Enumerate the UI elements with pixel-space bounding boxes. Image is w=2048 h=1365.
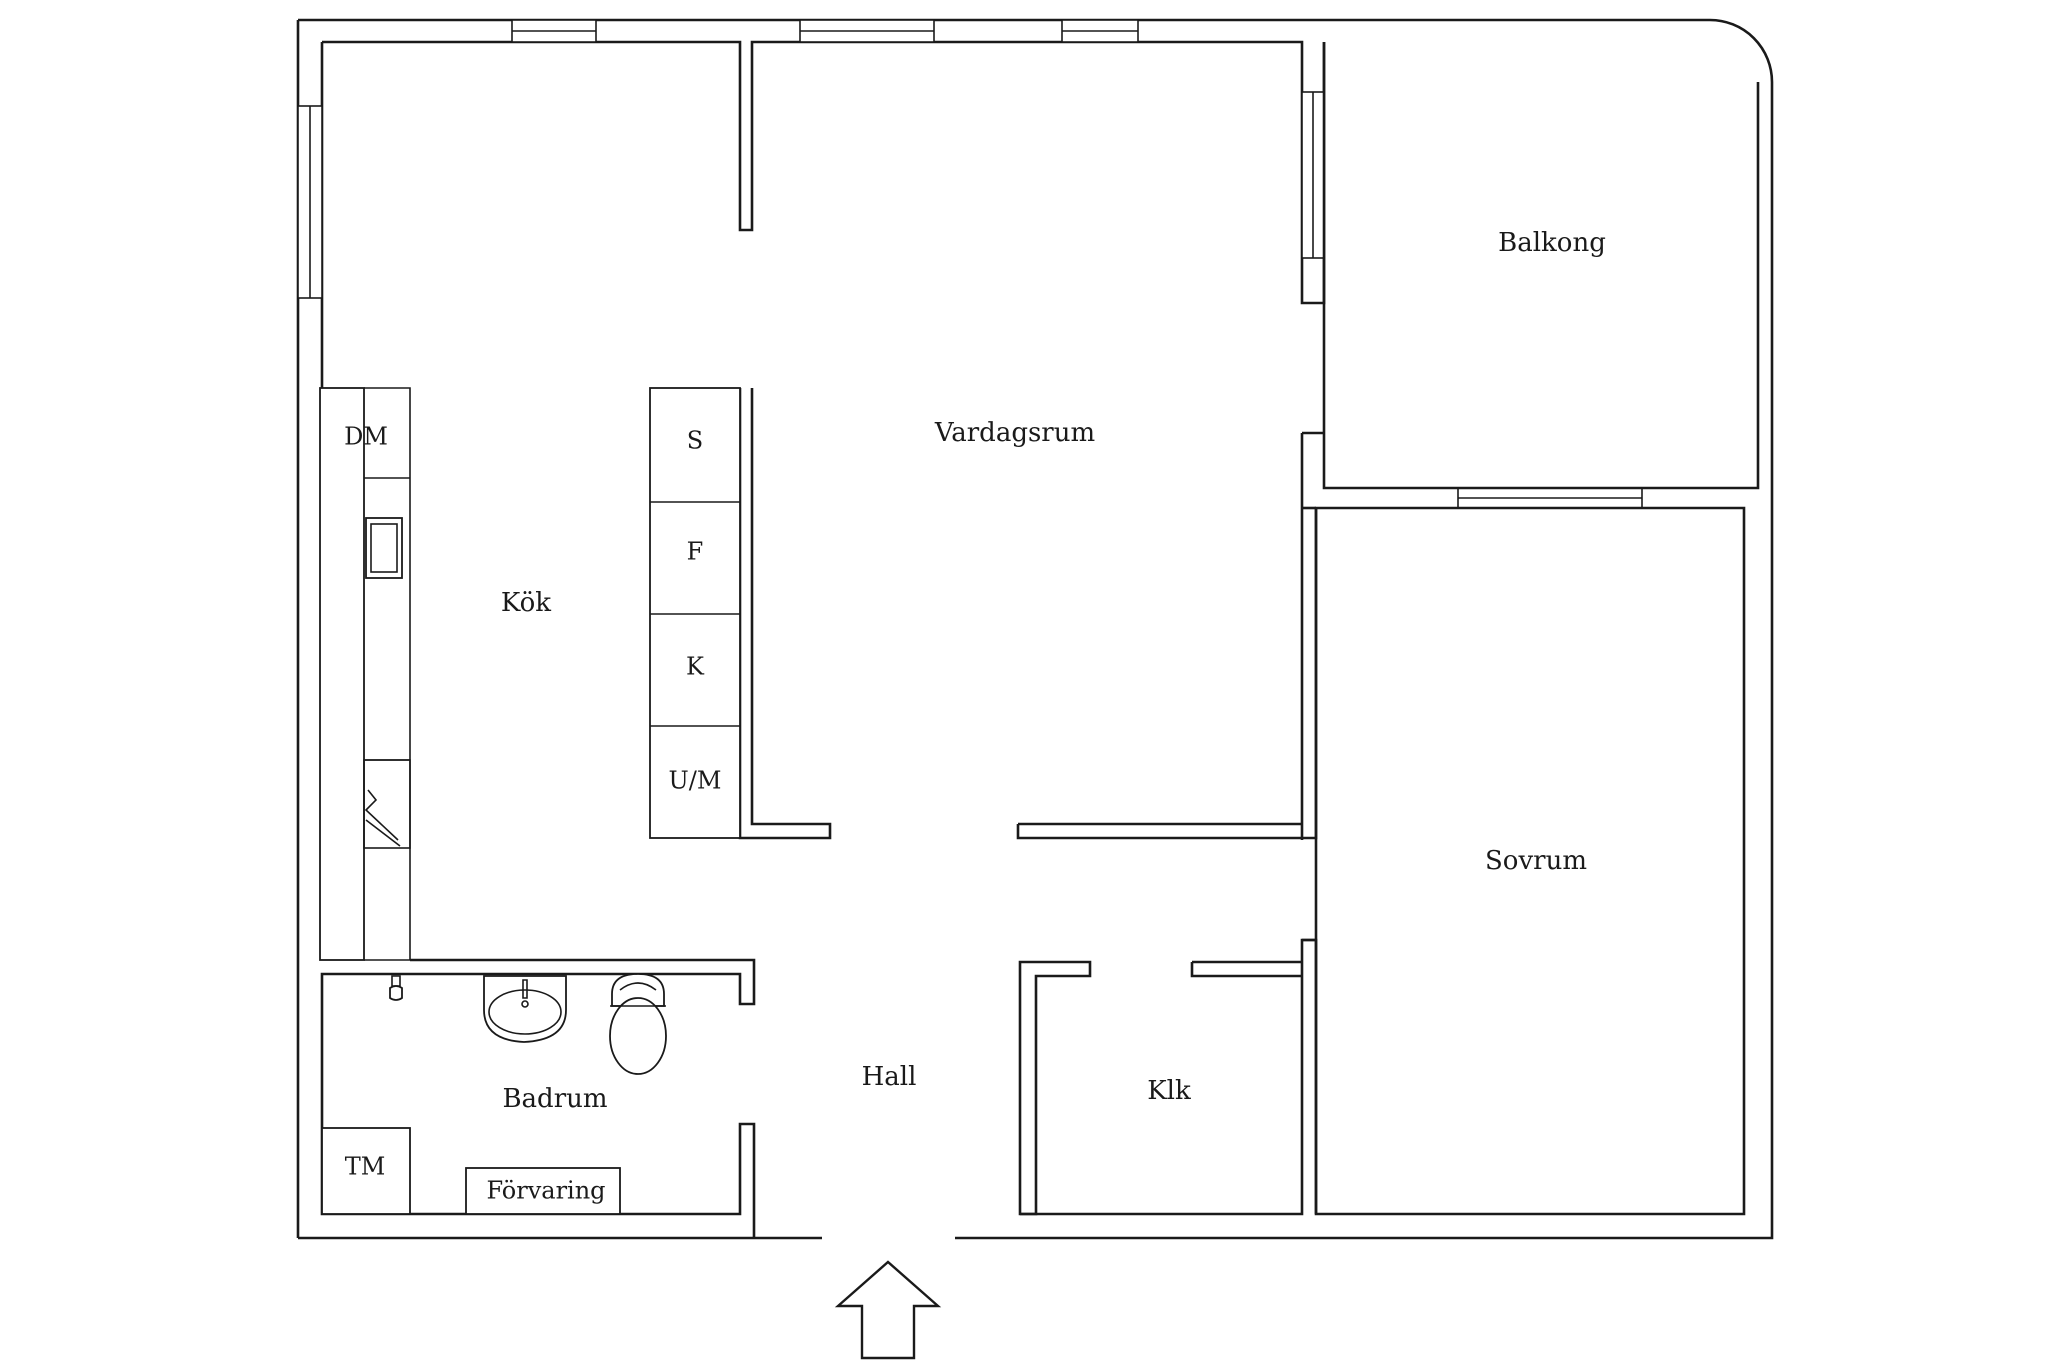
windows [297, 19, 1643, 509]
fixture-label-k: K [686, 653, 705, 681]
closet-walls [1018, 938, 1316, 1216]
room-label-balkong: Balkong [1498, 228, 1606, 258]
room-label-hall: Hall [862, 1062, 917, 1092]
room-label-kok: Kök [501, 588, 551, 618]
sink-icon [483, 975, 567, 1043]
fixture-label-forvaring: Förvaring [486, 1177, 605, 1205]
room-label-klk: Klk [1147, 1076, 1191, 1106]
room-label-vardagsrum: Vardagsrum [934, 418, 1095, 448]
fixture-label-f: F [687, 538, 704, 566]
arrow-up-icon [834, 1260, 942, 1360]
appliance-column [649, 387, 741, 839]
fixture-label-tm: TM [345, 1153, 386, 1181]
kitchen-counter [319, 387, 411, 961]
living-room-walls [738, 388, 1318, 840]
fixture-label-dm: DM [344, 423, 388, 451]
fixture-label-s: S [687, 427, 703, 455]
balcony-walls [1300, 42, 1760, 840]
faucet-icon [389, 975, 403, 1001]
fixture-label-um: U/M [669, 767, 722, 795]
room-label-badrum: Badrum [502, 1084, 607, 1114]
toilet-icon [609, 973, 667, 1075]
room-label-sovrum: Sovrum [1485, 846, 1587, 876]
bathroom-walls [320, 958, 756, 1238]
